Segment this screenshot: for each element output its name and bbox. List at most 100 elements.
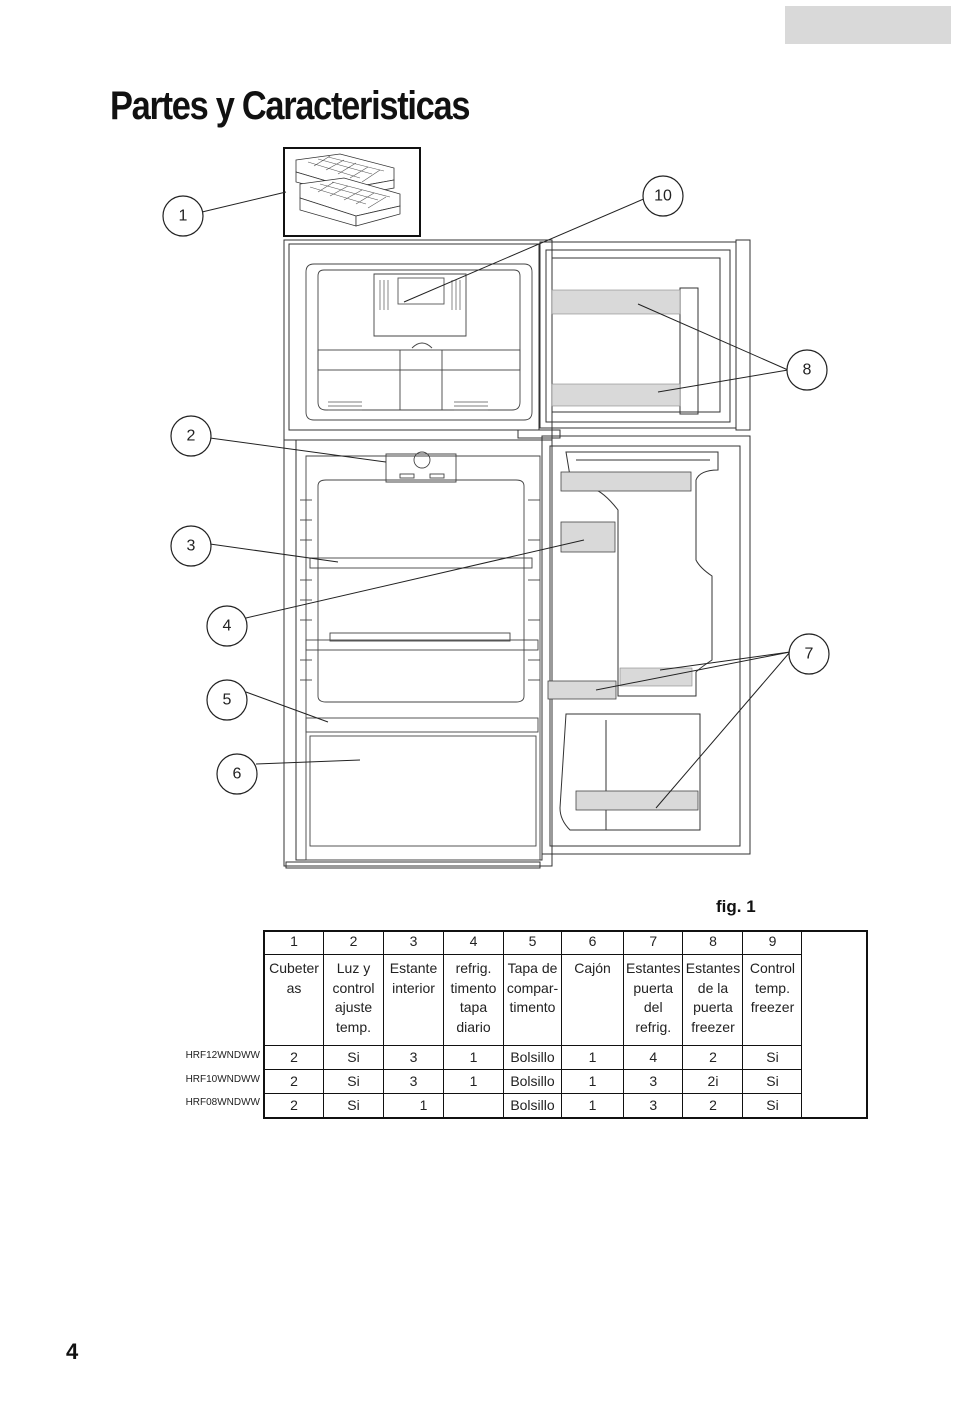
freezer-door-shelf-bottom	[551, 383, 681, 407]
table-empty-column	[801, 931, 868, 1118]
refrigerator-door-shelf-2	[560, 521, 616, 553]
callout-3: 3	[170, 525, 212, 567]
table-cell: Si	[323, 1045, 384, 1070]
cell-line: Tapa de	[507, 960, 558, 976]
refrigerator-diagram: 1 10 8 2 3 4 5 6 7	[162, 147, 830, 869]
callout-8: 8	[786, 349, 828, 391]
cell-line: timento	[450, 979, 497, 996]
table-cell: 2	[323, 930, 384, 955]
table-cell: Tapa de compar- timento	[503, 954, 562, 1046]
refrigerator-door	[517, 429, 751, 855]
cell-line: Cubeter	[269, 960, 319, 976]
page-number: 4	[66, 1339, 79, 1364]
table-cell: 6	[561, 930, 624, 955]
callout-4-label: 4	[223, 618, 232, 635]
table-header-names: Cubeter as Luz y control ajuste temp. Es…	[263, 954, 867, 1046]
cell-line: diario	[456, 1018, 491, 1035]
callout-3-label: 3	[187, 538, 196, 555]
table-cell: Bolsillo	[503, 1069, 562, 1094]
cell-line: control	[332, 979, 375, 996]
table-cell	[443, 1093, 504, 1119]
freezer-compartment	[305, 263, 533, 421]
table-cell: Estantes de la puerta freezer	[682, 954, 744, 1046]
cell-line: Estantes	[685, 960, 741, 976]
refrigerator-cabinet	[283, 239, 553, 869]
table-cell: 2	[682, 1045, 744, 1070]
table-cell: Si	[323, 1093, 384, 1119]
table-cell: Estante interior	[383, 954, 444, 1046]
callout-4: 4	[206, 605, 248, 647]
cell-line: refrig.	[635, 1018, 672, 1035]
table-cell: 4	[443, 930, 504, 955]
table-cell: 8	[682, 930, 744, 955]
table-cell: Si	[323, 1069, 384, 1094]
cell-line: Control	[749, 960, 796, 976]
table-cell: 2	[263, 1093, 324, 1119]
table-cell: 3	[622, 1093, 684, 1119]
callout-10-label: 10	[654, 188, 672, 205]
refrigerator-door-shelf-5	[575, 790, 699, 811]
fresh-food-compartment	[300, 451, 541, 861]
table-cell: 1	[561, 1045, 624, 1070]
callout-6-label: 6	[233, 766, 242, 783]
freezer-door-shelf-top	[551, 289, 681, 315]
callout-1: 1	[162, 195, 204, 237]
table-cell: Bolsillo	[503, 1093, 562, 1119]
table-cell: 1	[263, 930, 324, 955]
table-cell: 9	[742, 930, 803, 955]
callout-5: 5	[206, 679, 248, 721]
table-cell: Cubeter as	[263, 954, 324, 1046]
table-cell: Si	[742, 1045, 803, 1070]
table-cell: refrig. timento tapa diario	[443, 954, 504, 1046]
freezer-door	[539, 239, 751, 431]
table-row: 2 Si 1 Bolsillo 1 3 2 Si	[263, 1093, 867, 1119]
cell-line: ajuste	[334, 999, 373, 1015]
table-cell: Control temp. freezer	[742, 954, 803, 1046]
cell-line: puerta	[633, 979, 674, 996]
table-cell: Luz y control ajuste temp.	[323, 954, 384, 1046]
cell-line: freezer	[750, 999, 795, 1015]
callout-7-label: 7	[805, 646, 814, 663]
cell-line: tapa	[459, 999, 488, 1015]
table-cell: 3	[383, 930, 444, 955]
cell-line: del	[643, 999, 663, 1015]
table-cell: Estantes puerta del refrig.	[622, 954, 684, 1046]
page-title: Partes y Caracteristicas	[110, 84, 470, 128]
table-cell: 4	[622, 1045, 684, 1070]
cell-line: Luz y	[336, 960, 371, 976]
leader-lines	[201, 191, 791, 809]
ice-tray-illustration	[283, 147, 421, 237]
table-row: 2 Si 3 1 Bolsillo 1 4 2 Si	[263, 1045, 867, 1070]
table-cell: Si	[742, 1093, 803, 1119]
callout-6: 6	[216, 753, 258, 795]
table-cell: 2	[263, 1069, 324, 1094]
table-cell: 3	[383, 1069, 444, 1094]
table-cell: 1	[443, 1045, 504, 1070]
callout-8-label: 8	[803, 362, 812, 379]
cell-line: interior	[392, 979, 435, 996]
callout-5-label: 5	[223, 692, 232, 709]
table-cell: 2i	[682, 1069, 744, 1094]
table-cell: 1	[561, 1093, 624, 1119]
cell-line: timento	[509, 999, 556, 1015]
cell-line: Estantes	[626, 960, 681, 976]
table-cell: 5	[503, 930, 562, 955]
table-cell: 1	[443, 1069, 504, 1094]
cell-line: as	[286, 979, 302, 996]
table-cell: 7	[622, 930, 684, 955]
table-cell: 1	[383, 1093, 444, 1119]
table-cell: Si	[742, 1069, 803, 1094]
callout-1-label: 1	[179, 208, 188, 225]
cell-line: refrig.	[455, 960, 492, 976]
table-cell: Cajón	[561, 954, 624, 1046]
model-label: HRF12WNDWW	[185, 1050, 260, 1061]
cell-line: temp.	[335, 1018, 371, 1035]
model-label: HRF10WNDWW	[185, 1074, 260, 1085]
refrigerator-door-shelf-1	[560, 471, 692, 492]
cell-line: puerta	[693, 999, 733, 1015]
model-label: HRF08WNDWW	[185, 1097, 260, 1108]
table-cell: 1	[561, 1069, 624, 1094]
cell-line: compar-	[506, 979, 559, 996]
callout-2: 2	[170, 415, 212, 457]
table-cell: 3	[383, 1045, 444, 1070]
